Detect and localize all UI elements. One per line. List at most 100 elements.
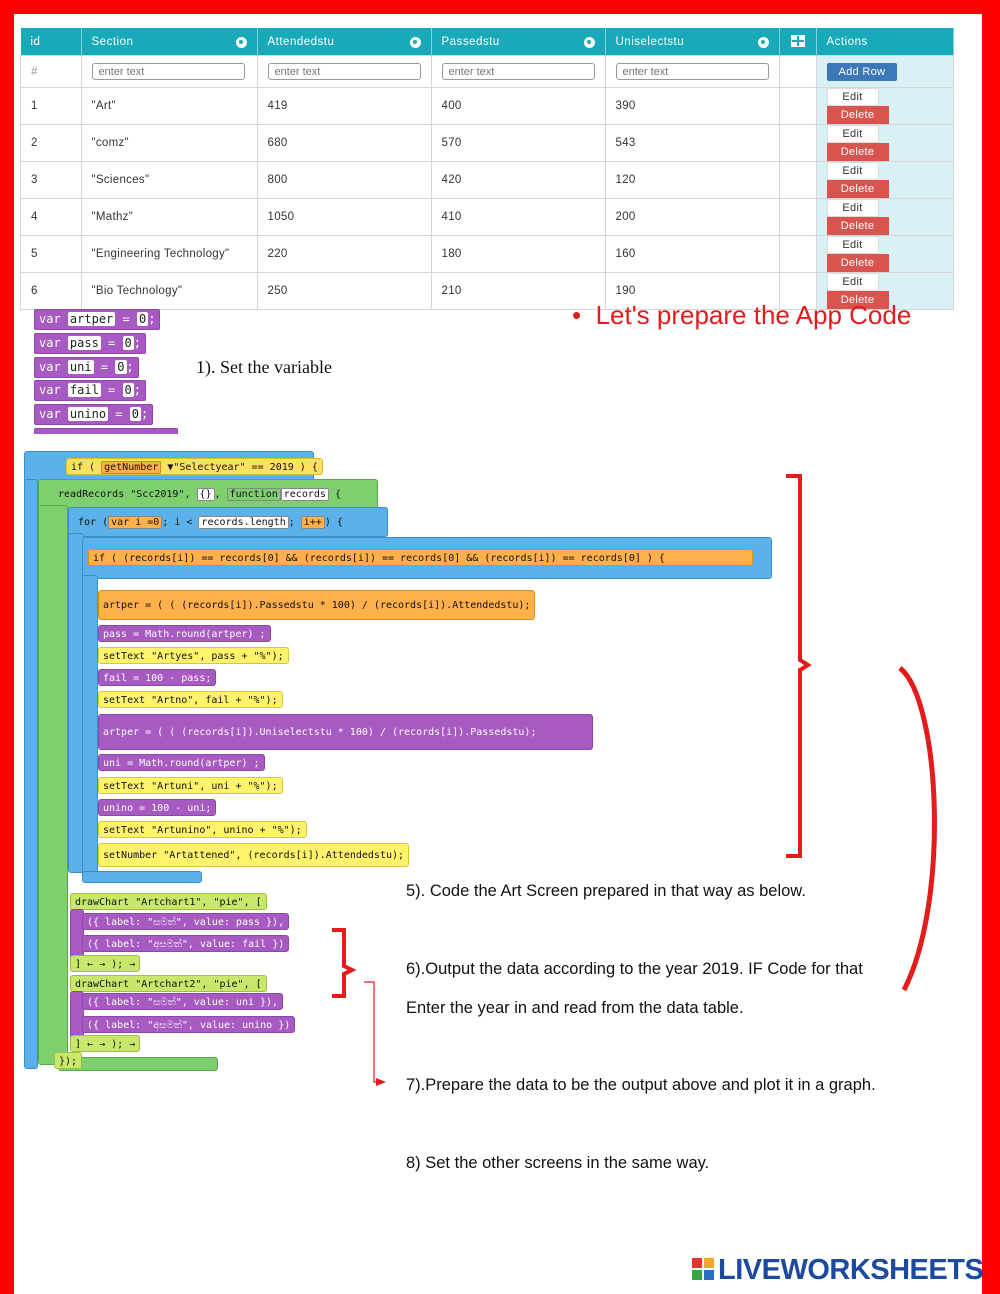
- step-8-text: 8) Set the other screens in the same way…: [406, 1154, 710, 1172]
- settext-artyes[interactable]: setText "Artyes", pass + "%");: [98, 647, 289, 664]
- pie-2-slice-a[interactable]: ({ label: "සමත්", value: uni }),: [82, 993, 284, 1010]
- gear-icon[interactable]: [235, 36, 247, 48]
- table-row: 2 "comz" 680 570 543 EditDelete: [20, 124, 954, 162]
- cell-id: 1: [20, 87, 82, 125]
- cell-passed: 400: [430, 87, 606, 125]
- table-row: 6 "Bio Technology" 250 210 190 EditDelet…: [20, 272, 954, 310]
- edit-button[interactable]: Edit: [826, 125, 879, 143]
- add-row-button[interactable]: Add Row: [826, 62, 898, 81]
- settext-artuni[interactable]: setText "Artuni", uni + "%");: [98, 777, 283, 794]
- passed-input[interactable]: [441, 63, 595, 80]
- arrow-head-icon: [376, 1078, 386, 1086]
- data-table: id Section Attendedstu Passedstu Unisele…: [20, 28, 954, 310]
- delete-button[interactable]: Delete: [826, 106, 889, 124]
- delete-button[interactable]: Delete: [826, 217, 889, 235]
- cell-uniselect: 160: [604, 235, 780, 273]
- cell-section: "comz": [80, 124, 258, 162]
- step-1-text: 1). Set the variable: [196, 357, 332, 377]
- read-records-spine: [38, 505, 68, 1065]
- cell-passed: 180: [430, 235, 606, 273]
- drawchart-1-close: ] ← → ); →: [70, 955, 141, 972]
- delete-button[interactable]: Delete: [826, 291, 889, 309]
- table-header-row: id Section Attendedstu Passedstu Unisele…: [20, 28, 954, 56]
- var-block[interactable]: var pass = 0;: [34, 333, 146, 354]
- section-input[interactable]: [91, 63, 245, 80]
- code-blocks-image: if ( getNumber ▼"Selectyear" == 2019 ) {…: [24, 451, 774, 1076]
- liveworksheets-logo: LIVEWORKSHEETS: [718, 1254, 984, 1286]
- uniselect-input[interactable]: [615, 63, 769, 80]
- pie-1-slice-a[interactable]: ({ label: "සමත්", value: pass }),: [82, 913, 290, 930]
- gear-icon[interactable]: [583, 36, 595, 48]
- setnumber-artattened[interactable]: setNumber "Artattened", (records[i]).Att…: [98, 843, 410, 867]
- gear-icon[interactable]: [409, 36, 421, 48]
- liveworksheets-logo-icon: [692, 1258, 714, 1280]
- col-header-uniselect[interactable]: Uniselectstu: [605, 28, 780, 56]
- unino-line[interactable]: unino = 100 - uni;: [98, 799, 217, 816]
- col-header-actions: Actions: [816, 28, 954, 56]
- cell-id: 5: [20, 235, 82, 273]
- pie-2-slice-b[interactable]: ({ label: "අසමත්", value: unino }): [82, 1016, 296, 1033]
- gear-icon[interactable]: [757, 36, 769, 48]
- read-records-close: });: [54, 1052, 83, 1069]
- settext-artno[interactable]: setText "Artno", fail + "%");: [98, 691, 283, 708]
- col-header-attended[interactable]: Attendedstu: [257, 28, 432, 56]
- if-year-spine: [24, 479, 38, 1069]
- cell-uniselect: 200: [604, 198, 780, 236]
- edit-button[interactable]: Edit: [826, 236, 879, 254]
- step-7-text: 7).Prepare the data to be the output abo…: [406, 1076, 876, 1094]
- for-line[interactable]: for (var i =0; i < records.length; i++) …: [78, 516, 343, 529]
- artper-line-2[interactable]: artper = ( ( (records[i]).Uniselectstu *…: [98, 714, 593, 750]
- small-bracket: [332, 928, 357, 998]
- cell-section: "Bio Technology": [80, 272, 258, 310]
- curved-arrow: [898, 666, 937, 992]
- fail-line[interactable]: fail = 100 - pass;: [98, 669, 217, 686]
- cell-uniselect: 120: [604, 161, 780, 199]
- if-year-condition[interactable]: if ( getNumber ▼"Selectyear" == 2019 ) {: [66, 458, 323, 475]
- var-block[interactable]: var fail = 0;: [34, 380, 146, 401]
- cell-section: "Engineering Technology": [80, 235, 258, 273]
- drawchart-2[interactable]: drawChart "Artchart2", "pie", [: [70, 975, 267, 992]
- delete-button[interactable]: Delete: [826, 180, 889, 198]
- col-header-add-column[interactable]: [779, 28, 817, 56]
- table-row: 5 "Engineering Technology" 220 180 160 E…: [20, 235, 954, 273]
- col-header-id[interactable]: id: [20, 28, 82, 56]
- drawchart-2-close: ] ← → ); →: [70, 1035, 141, 1052]
- cell-attended: 800: [256, 161, 432, 199]
- cell-uniselect: 190: [604, 272, 780, 310]
- pass-line[interactable]: pass = Math.round(artper) ;: [98, 625, 271, 642]
- cell-section: "Mathz": [80, 198, 258, 236]
- step-6-text-b: Enter the year in and read from the data…: [406, 999, 744, 1017]
- cell-attended: 250: [256, 272, 432, 310]
- cell-uniselect: 543: [604, 124, 780, 162]
- cell-section: "Art": [80, 87, 258, 125]
- col-header-section[interactable]: Section: [81, 28, 258, 56]
- var-block[interactable]: var unino = 0;: [34, 404, 154, 425]
- step-5-text: 5). Code the Art Screen prepared in that…: [406, 882, 806, 900]
- large-bracket: [786, 474, 812, 858]
- connector-line: [364, 981, 382, 1083]
- drawchart-1[interactable]: drawChart "Artchart1", "pie", [: [70, 893, 267, 910]
- cell-uniselect: 390: [604, 87, 780, 125]
- cell-passed: 420: [430, 161, 606, 199]
- cell-id: 2: [20, 124, 82, 162]
- add-column-icon[interactable]: [790, 35, 805, 48]
- cell-attended: 419: [256, 87, 432, 125]
- step-6-text-a: 6).Output the data according to the year…: [406, 960, 863, 978]
- delete-button[interactable]: Delete: [826, 143, 889, 161]
- cell-id: 4: [20, 198, 82, 236]
- artper-line-1[interactable]: artper = ( ( (records[i]).Passedstu * 10…: [98, 590, 536, 620]
- var-block-partial: [34, 428, 178, 434]
- var-block[interactable]: var artper = 0;: [34, 309, 161, 330]
- col-header-passed[interactable]: Passedstu: [431, 28, 606, 56]
- pie-1-slice-b[interactable]: ({ label: "අසමත්", value: fail }): [82, 935, 290, 952]
- cell-attended: 1050: [256, 198, 432, 236]
- settext-artunino[interactable]: setText "Artunino", unino + "%");: [98, 821, 307, 838]
- uni-line[interactable]: uni = Math.round(artper) ;: [98, 754, 265, 771]
- cell-passed: 410: [430, 198, 606, 236]
- var-block[interactable]: var uni = 0;: [34, 357, 139, 378]
- if-records-condition[interactable]: if ( (records[i]) == records[0] && (reco…: [88, 549, 753, 566]
- delete-button[interactable]: Delete: [826, 254, 889, 272]
- attended-input[interactable]: [267, 63, 421, 80]
